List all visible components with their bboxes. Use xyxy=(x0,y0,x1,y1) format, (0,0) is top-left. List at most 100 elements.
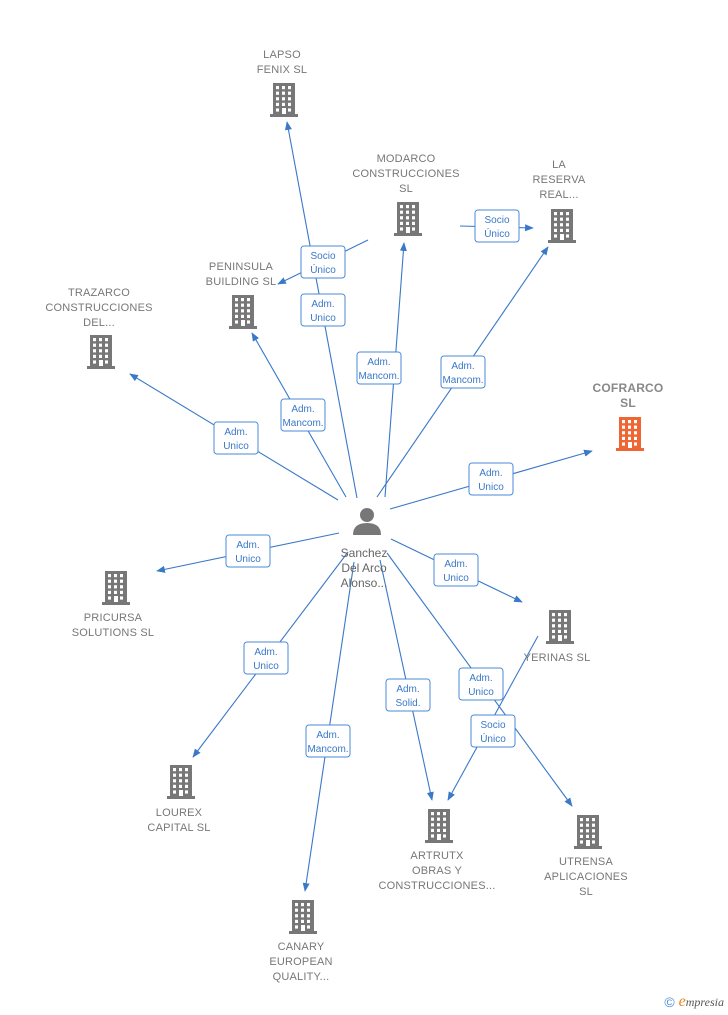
node-label[interactable]: RESERVA xyxy=(533,174,586,186)
node-label[interactable]: QUALITY... xyxy=(273,971,330,983)
edge-label-center-to-lareserva: Adm. Mancom. xyxy=(440,355,486,389)
node-label[interactable]: CAPITAL SL xyxy=(147,822,210,834)
edge-label-text: Adm. xyxy=(224,427,247,438)
building-icon[interactable] xyxy=(87,335,115,369)
edge-label-text: Mancom. xyxy=(282,418,323,429)
edge-label-text: Adm. xyxy=(469,673,492,684)
edge-label-text: Unico xyxy=(443,573,469,584)
node-utrensa[interactable]: UTRENSA APLICACIONES SL xyxy=(544,815,628,898)
node-label[interactable]: PENINSULA xyxy=(209,261,274,273)
edge-label-text: Mancom. xyxy=(442,375,483,386)
node-label[interactable]: SL xyxy=(399,183,413,195)
edge-label-text: Unico xyxy=(468,687,494,698)
node-peninsula[interactable]: PENINSULA BUILDING SL xyxy=(206,261,277,329)
edge-label-text: Unico xyxy=(223,441,249,452)
node-pricursa[interactable]: PRICURSA SOLUTIONS SL xyxy=(72,571,154,639)
node-label[interactable]: CONSTRUCCIONES xyxy=(352,168,459,180)
copyright-symbol: © xyxy=(664,994,675,1010)
edge-label-text: Adm. xyxy=(291,404,314,415)
edge-label-text: Solid. xyxy=(395,698,420,709)
edge-label-text: Unico xyxy=(478,482,504,493)
edge-label-center-to-trazarco: Adm. Unico xyxy=(213,421,259,455)
building-icon[interactable] xyxy=(270,83,298,117)
building-icon[interactable] xyxy=(574,815,602,849)
edge-label-center-to-yerinas: Adm.Unico xyxy=(433,553,479,587)
edge-label-text: Unico xyxy=(253,661,279,672)
node-modarco[interactable]: MODARCO CONSTRUCCIONES SL xyxy=(352,153,459,236)
node-label[interactable]: EUROPEAN xyxy=(269,956,332,968)
node-label[interactable]: PRICURSA xyxy=(84,612,143,624)
node-label[interactable]: LAPSO xyxy=(263,49,301,61)
person-label[interactable]: Alonso... xyxy=(341,576,388,590)
node-label[interactable]: DEL... xyxy=(83,317,115,329)
edge-label-text: Adm. xyxy=(311,299,334,310)
building-icon[interactable] xyxy=(425,809,453,843)
edge-label-text: Adm. xyxy=(254,647,277,658)
node-label[interactable]: MODARCO xyxy=(377,153,436,165)
edge-label-text: Único xyxy=(484,227,510,240)
brand-initial: e xyxy=(678,993,686,1010)
edges-layer xyxy=(129,121,593,892)
person-label[interactable]: Sanchez xyxy=(341,546,388,560)
building-icon[interactable] xyxy=(548,209,576,243)
node-artrutx[interactable]: ARTRUTX OBRAS Y CONSTRUCCIONES... xyxy=(378,809,495,892)
building-icon[interactable] xyxy=(546,610,574,644)
node-label[interactable]: LOUREX xyxy=(156,807,203,819)
person-label[interactable]: Del Arco xyxy=(341,561,387,575)
edge-label-center-to-artrutx: Adm. Solid. xyxy=(385,678,431,712)
edge-label-text: Adm. xyxy=(451,361,474,372)
node-label[interactable]: APLICACIONES xyxy=(544,871,628,883)
node-label[interactable]: SL xyxy=(620,396,636,410)
node-canary[interactable]: CANARY EUROPEAN QUALITY... xyxy=(269,900,332,983)
node-lourex[interactable]: LOUREX CAPITAL SL xyxy=(147,765,210,834)
edge-label-text: Adm. xyxy=(236,540,259,551)
edge-label-text: Adm. xyxy=(316,730,339,741)
edge-label-text: Adm. xyxy=(396,684,419,695)
node-yerinas[interactable]: YERINAS SL xyxy=(524,610,591,664)
node-label[interactable]: CONSTRUCCIONES... xyxy=(378,880,495,892)
node-label[interactable]: CONSTRUCCIONES xyxy=(45,302,152,314)
edge-label-center-to-cofrarco: Adm.Unico xyxy=(468,462,514,496)
node-label[interactable]: LA xyxy=(552,159,566,171)
node-label[interactable]: CANARY xyxy=(278,941,325,953)
edge-label-text: Único xyxy=(480,732,506,745)
node-label[interactable]: COFRARCO xyxy=(593,381,664,395)
edge-label-text: Socio xyxy=(310,251,335,262)
node-lareserva[interactable]: LA RESERVA REAL... xyxy=(533,159,586,243)
brand-logo: © empresia xyxy=(664,993,724,1011)
building-icon[interactable] xyxy=(289,900,317,934)
building-icon[interactable] xyxy=(167,765,195,799)
edge-label-center-to-lapso: Adm.Unico xyxy=(300,293,346,327)
edge-label-center-to-canary: Adm. Mancom. xyxy=(305,724,351,758)
node-label[interactable]: SL xyxy=(579,886,593,898)
brand-name: mpresia xyxy=(685,995,724,1009)
edge-label-center-to-utrensa: Adm. Unico xyxy=(458,667,504,701)
building-icon[interactable] xyxy=(229,295,257,329)
node-label[interactable]: BUILDING SL xyxy=(206,276,277,288)
node-label[interactable]: TRAZARCO xyxy=(68,287,130,299)
node-label[interactable]: REAL... xyxy=(539,189,578,201)
building-icon[interactable] xyxy=(394,202,422,236)
edge-label-center-to-pricursa: Adm.Unico xyxy=(225,534,271,568)
edge-label-text: Adm. xyxy=(367,357,390,368)
edge-label-text: Socio xyxy=(484,215,509,226)
node-label[interactable]: FENIX SL xyxy=(257,64,308,76)
edge-label-text: Mancom. xyxy=(307,744,348,755)
node-label[interactable]: ARTRUTX xyxy=(410,850,464,862)
node-label[interactable]: UTRENSA xyxy=(559,856,613,868)
node-label[interactable]: YERINAS SL xyxy=(524,652,591,664)
node-lapso[interactable]: LAPSO FENIX SL xyxy=(257,49,308,117)
building-icon[interactable] xyxy=(616,417,644,451)
node-label[interactable]: OBRAS Y xyxy=(412,865,463,877)
person-icon[interactable] xyxy=(353,508,381,535)
node-trazarco[interactable]: TRAZARCO CONSTRUCCIONES DEL... xyxy=(45,287,152,369)
edge-label-text: Único xyxy=(310,263,336,276)
edge-label-text: Mancom. xyxy=(358,371,399,382)
node-label[interactable]: SOLUTIONS SL xyxy=(72,627,154,639)
building-icon[interactable] xyxy=(102,571,130,605)
